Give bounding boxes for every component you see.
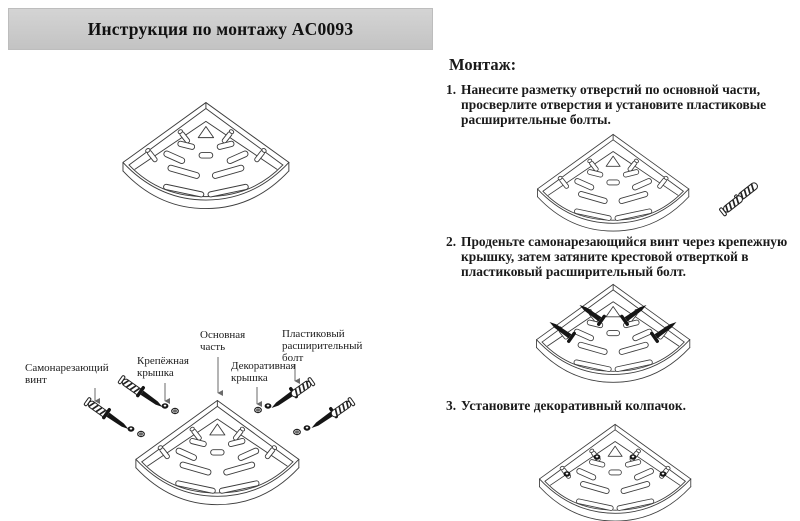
step-1-diagram xyxy=(537,133,761,232)
section-heading: Монтаж: xyxy=(449,55,517,74)
exploded-view-drawing xyxy=(82,357,357,506)
page-title-banner: Инструкция по монтажу AC0093 xyxy=(8,8,433,50)
step-3-number: 3. xyxy=(446,398,457,413)
page-title: Инструкция по монтажу AC0093 xyxy=(87,18,354,39)
exploded-view: Самонарезающий винт Крепёжная крышка Осн… xyxy=(0,318,446,521)
step-3: 3. Установите декоративный колпачок. xyxy=(446,398,800,414)
step-2-number: 2. xyxy=(446,234,457,249)
label-decorative-cap: Декоративная крышка xyxy=(231,360,296,384)
label-main-part: Основная часть xyxy=(200,329,246,353)
product-diagram xyxy=(122,102,290,210)
step-3-text: Установите декоративный колпачок. xyxy=(461,398,686,413)
step-3-diagram xyxy=(539,423,692,521)
step-1: 1. Нанесите разметку отверстий по основн… xyxy=(446,82,800,127)
step-1-text: Нанесите разметку отверстий по основной … xyxy=(461,82,767,127)
step-2-text: Проденьте самонарезающийся винт через кр… xyxy=(461,234,788,279)
step-2: 2. Проденьте самонарезающийся винт через… xyxy=(446,234,800,279)
label-fixing-cap: Крепёжная крышка xyxy=(137,355,189,379)
step-1-number: 1. xyxy=(446,82,457,97)
step-2-diagram xyxy=(536,283,691,383)
label-plastic-expansion-bolt: Пластиковый расширительный болт xyxy=(282,328,363,364)
label-self-tapping-screw: Самонарезающий винт xyxy=(25,362,109,386)
